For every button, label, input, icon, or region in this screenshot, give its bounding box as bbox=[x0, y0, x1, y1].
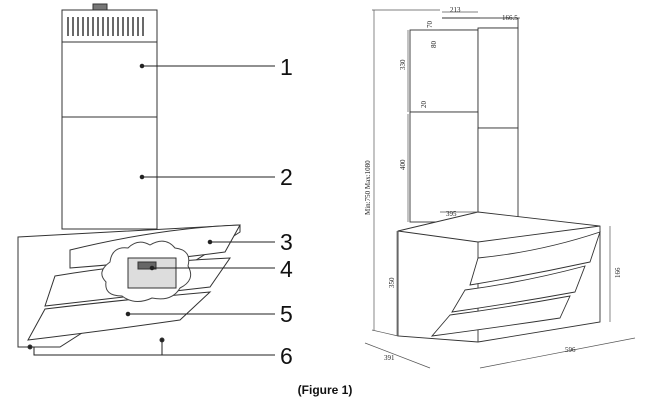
dim-base-depth: 391 bbox=[384, 354, 395, 362]
dim-width-top: 213 bbox=[450, 6, 461, 14]
top-vent-grille bbox=[61, 3, 158, 43]
callout-4: 4 bbox=[280, 256, 293, 282]
right-lower-chimney bbox=[409, 111, 479, 223]
dim-base-width: 596 bbox=[565, 346, 576, 354]
dim-lower-chimney: 400 bbox=[399, 159, 407, 170]
callout-1: 1 bbox=[280, 54, 293, 80]
upper-chimney bbox=[61, 41, 158, 118]
leader-lines bbox=[33, 63, 275, 356]
lower-chimney bbox=[61, 116, 158, 230]
callout-6: 6 bbox=[280, 343, 293, 369]
dim-upper-chimney: 330 bbox=[399, 59, 407, 70]
dim-glass-depth: 166 bbox=[614, 267, 622, 278]
dim-small-b: 20 bbox=[420, 101, 428, 109]
dim-small-c: 70 bbox=[426, 21, 434, 29]
dim-small-a: 80 bbox=[430, 41, 438, 49]
dim-total-height: Min:750 Max:1080 bbox=[364, 160, 372, 215]
figure-caption: (Figure 1) bbox=[297, 383, 353, 397]
callout-5: 5 bbox=[280, 301, 293, 327]
callout-2: 2 bbox=[280, 164, 293, 190]
left-hood-view bbox=[17, 3, 275, 356]
callout-3: 3 bbox=[280, 229, 293, 255]
right-hood-view bbox=[364, 9, 636, 369]
dim-chimney-width: 395 bbox=[446, 210, 457, 218]
right-upper-chimney bbox=[409, 29, 479, 113]
dim-depth-top: 166.5 bbox=[502, 14, 518, 22]
dim-body-height: 350 bbox=[388, 277, 396, 288]
glass-panel-bottom bbox=[27, 291, 212, 341]
